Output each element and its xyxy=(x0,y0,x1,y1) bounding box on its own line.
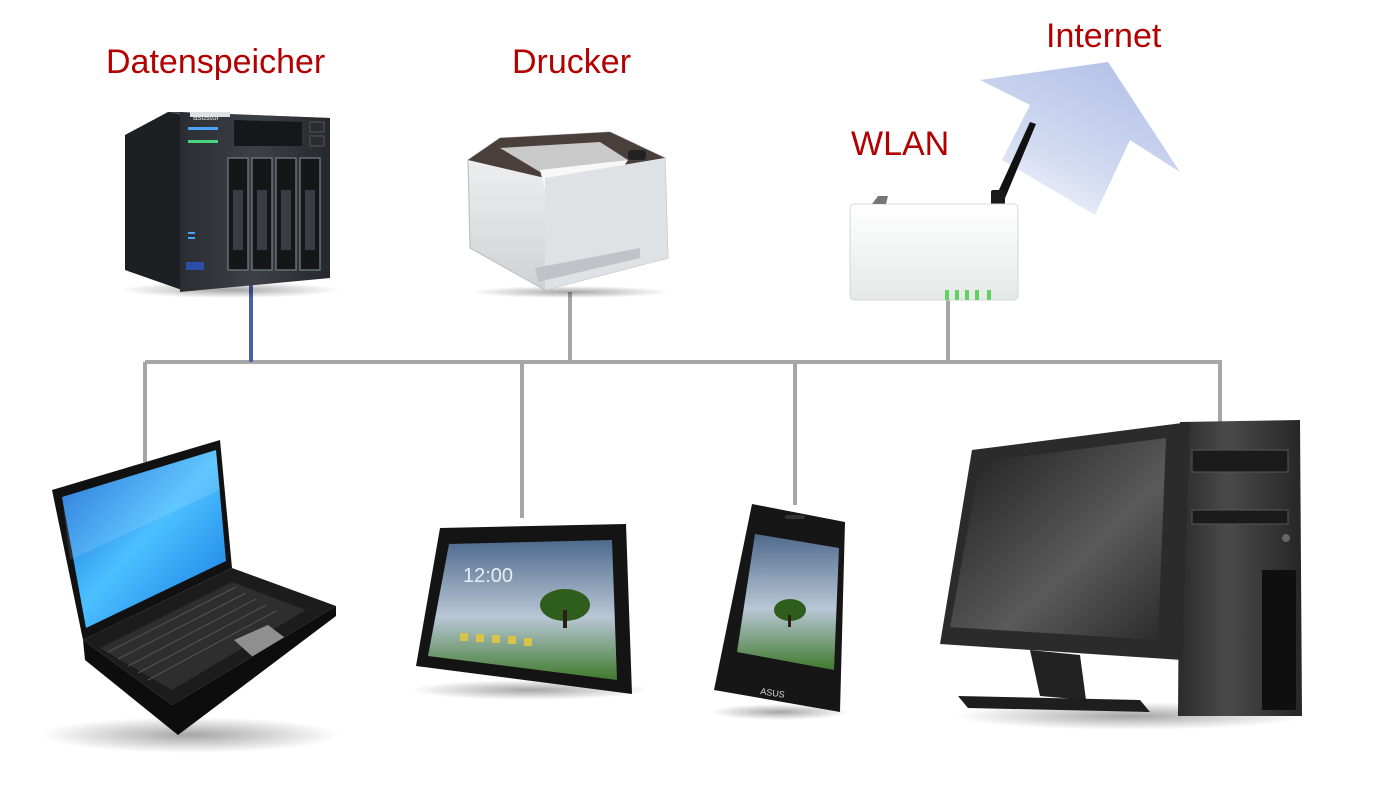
smartphone-icon: ASUS xyxy=(710,504,850,720)
nas-brand-text: asustor xyxy=(193,113,220,122)
wlan-label: WLAN xyxy=(851,125,950,163)
internet-label: Internet xyxy=(1046,17,1162,55)
printer-label: Drucker xyxy=(512,43,632,81)
tablet-clock-text: 12:00 xyxy=(463,565,513,587)
internet-arrow-icon xyxy=(980,62,1180,215)
network-cabling xyxy=(143,292,1222,518)
phone-brand-text: ASUS xyxy=(760,686,786,700)
printer-icon xyxy=(467,131,670,298)
laptop-icon xyxy=(40,440,340,753)
router-icon xyxy=(849,122,1036,301)
tablet-icon: 12:00 xyxy=(410,524,650,700)
desktop-pc-icon xyxy=(940,420,1305,730)
nas-icon: asustor xyxy=(120,112,340,298)
storage-label: Datenspeicher xyxy=(106,43,326,81)
